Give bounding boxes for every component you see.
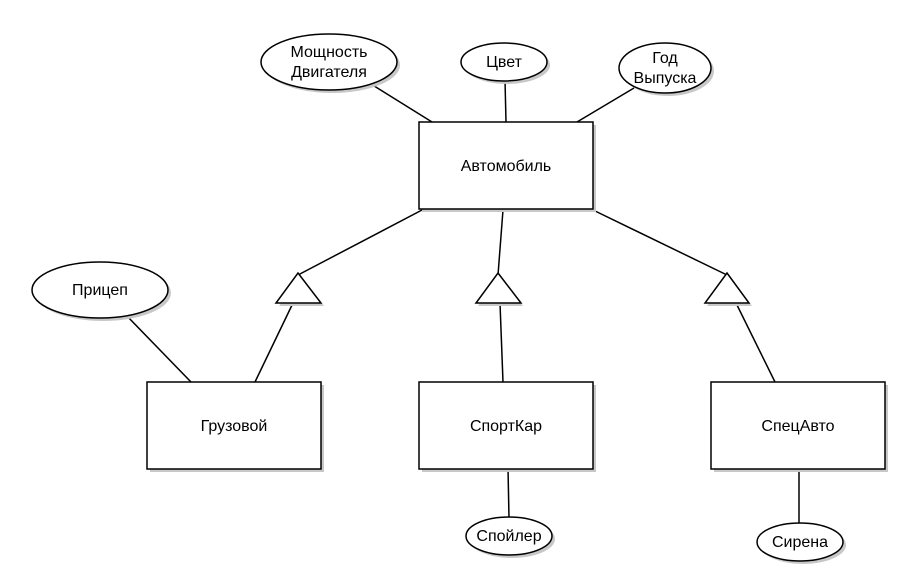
connector-triangle-special [735,302,776,383]
connector-car-triangle-truck [297,209,423,276]
attribute-year-line2: Выпуска [634,70,697,87]
attribute-siren-label: Сирена [772,534,828,551]
attribute-year[interactable]: Год Выпуска [618,42,714,96]
connector-car-triangle-special [592,209,728,276]
connector-year-car [576,87,635,123]
attribute-color[interactable]: Цвет [460,42,550,84]
entity-specialvehicle-label: СпецАвто [761,418,834,435]
entity-sportscar-label: СпортКар [470,418,542,435]
inheritance-triangle-sportscar [474,271,523,306]
attribute-siren[interactable]: Сирена [756,522,846,564]
attribute-color-label: Цвет [486,54,523,71]
attribute-color-ellipse [460,42,548,82]
connector-car-triangle-sportscar [497,209,504,276]
entity-truck[interactable]: Грузовой [146,381,324,472]
connector-triangle-sportscar [499,302,504,383]
attribute-year-line1: Год [652,50,678,67]
attribute-trailer-label: Прицеп [72,282,128,299]
entity-sportscar[interactable]: СпортКар [418,381,596,472]
attribute-engine-power[interactable]: Мощность Двигателя [260,33,400,93]
attribute-engine-power-line2: Двигателя [291,64,367,81]
entity-car-label: Автомобиль [461,158,552,175]
connector-sportscar-spoiler [507,467,510,519]
connector-triangle-truck [254,302,294,383]
attribute-year-ellipse [618,42,712,94]
attribute-engine-power-ellipse [260,33,398,91]
connectors [126,79,800,524]
attribute-engine-power-line1: Мощность [291,44,368,61]
attribute-siren-ellipse [756,522,844,562]
attribute-spoiler[interactable]: Спойлер [465,516,555,558]
inheritance-triangle-truck [274,271,324,306]
entity-car-box [418,121,594,210]
entity-truck-label: Грузовой [201,418,268,435]
attribute-spoiler-ellipse [465,516,553,556]
attribute-spoiler-label: Спойлер [476,528,541,545]
entity-specialvehicle-box [710,381,886,470]
entity-truck-box [146,381,322,470]
connector-trailer-truck [126,315,192,383]
entity-sportscar-box [418,381,594,470]
attribute-trailer[interactable]: Прицеп [31,261,171,321]
connector-color-car [504,79,507,123]
entity-specialvehicle[interactable]: СпецАвто [710,381,888,472]
attribute-trailer-ellipse [31,261,169,319]
inheritance-triangle-special [703,271,752,306]
connector-engine-power-car [370,83,433,123]
inheritance-triangles [274,271,752,306]
entity-car[interactable]: Автомобиль [418,121,596,212]
